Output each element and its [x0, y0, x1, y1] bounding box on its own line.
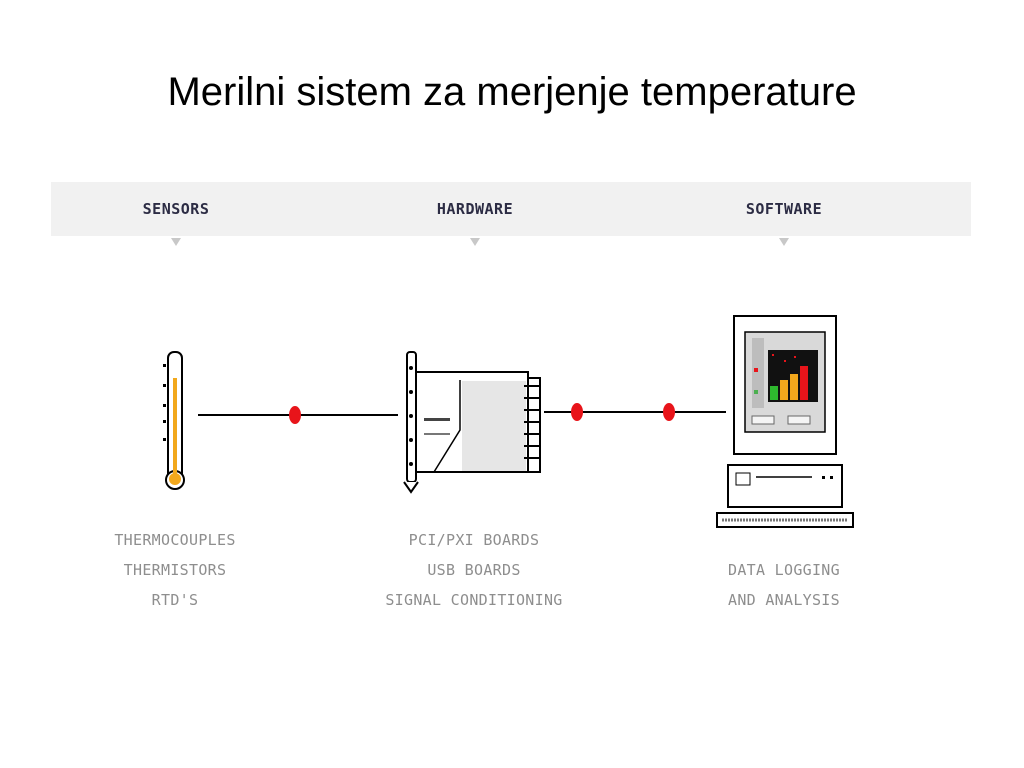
description-line: THERMOCOUPLES	[114, 531, 236, 549]
arrow-down-icon	[779, 238, 789, 246]
hardware-description: PCI/PXI BOARDS USB BOARDS SIGNAL CONDITI…	[354, 525, 594, 615]
description-line: AND ANALYSIS	[728, 591, 840, 609]
category-bar	[51, 182, 971, 236]
arrow-down-icon	[171, 238, 181, 246]
connector-dot	[571, 403, 583, 421]
slide-title: Merilni sistem za merjenje temperature	[167, 70, 857, 114]
description-line: SIGNAL CONDITIONING	[385, 591, 563, 609]
category-label-hardware: HARDWARE	[436, 200, 514, 218]
category-label-software: SOFTWARE	[745, 200, 823, 218]
sensors-description: THERMOCOUPLES THERMISTORS RTD'S	[55, 525, 295, 615]
description-line: PCI/PXI BOARDS	[408, 531, 540, 549]
description-line: RTD'S	[151, 591, 199, 609]
arrow-down-icon	[470, 238, 480, 246]
daq-board-icon	[403, 351, 541, 494]
description-line: DATA LOGGING	[728, 561, 840, 579]
category-label-sensors: SENSORS	[142, 200, 210, 218]
computer-icon	[716, 315, 854, 528]
thermometer-icon	[163, 351, 185, 490]
description-line: THERMISTORS	[123, 561, 227, 579]
description-line: USB BOARDS	[427, 561, 521, 579]
software-description: DATA LOGGING AND ANALYSIS	[664, 555, 904, 615]
connector-dot	[289, 406, 301, 424]
connector-dot	[663, 403, 675, 421]
